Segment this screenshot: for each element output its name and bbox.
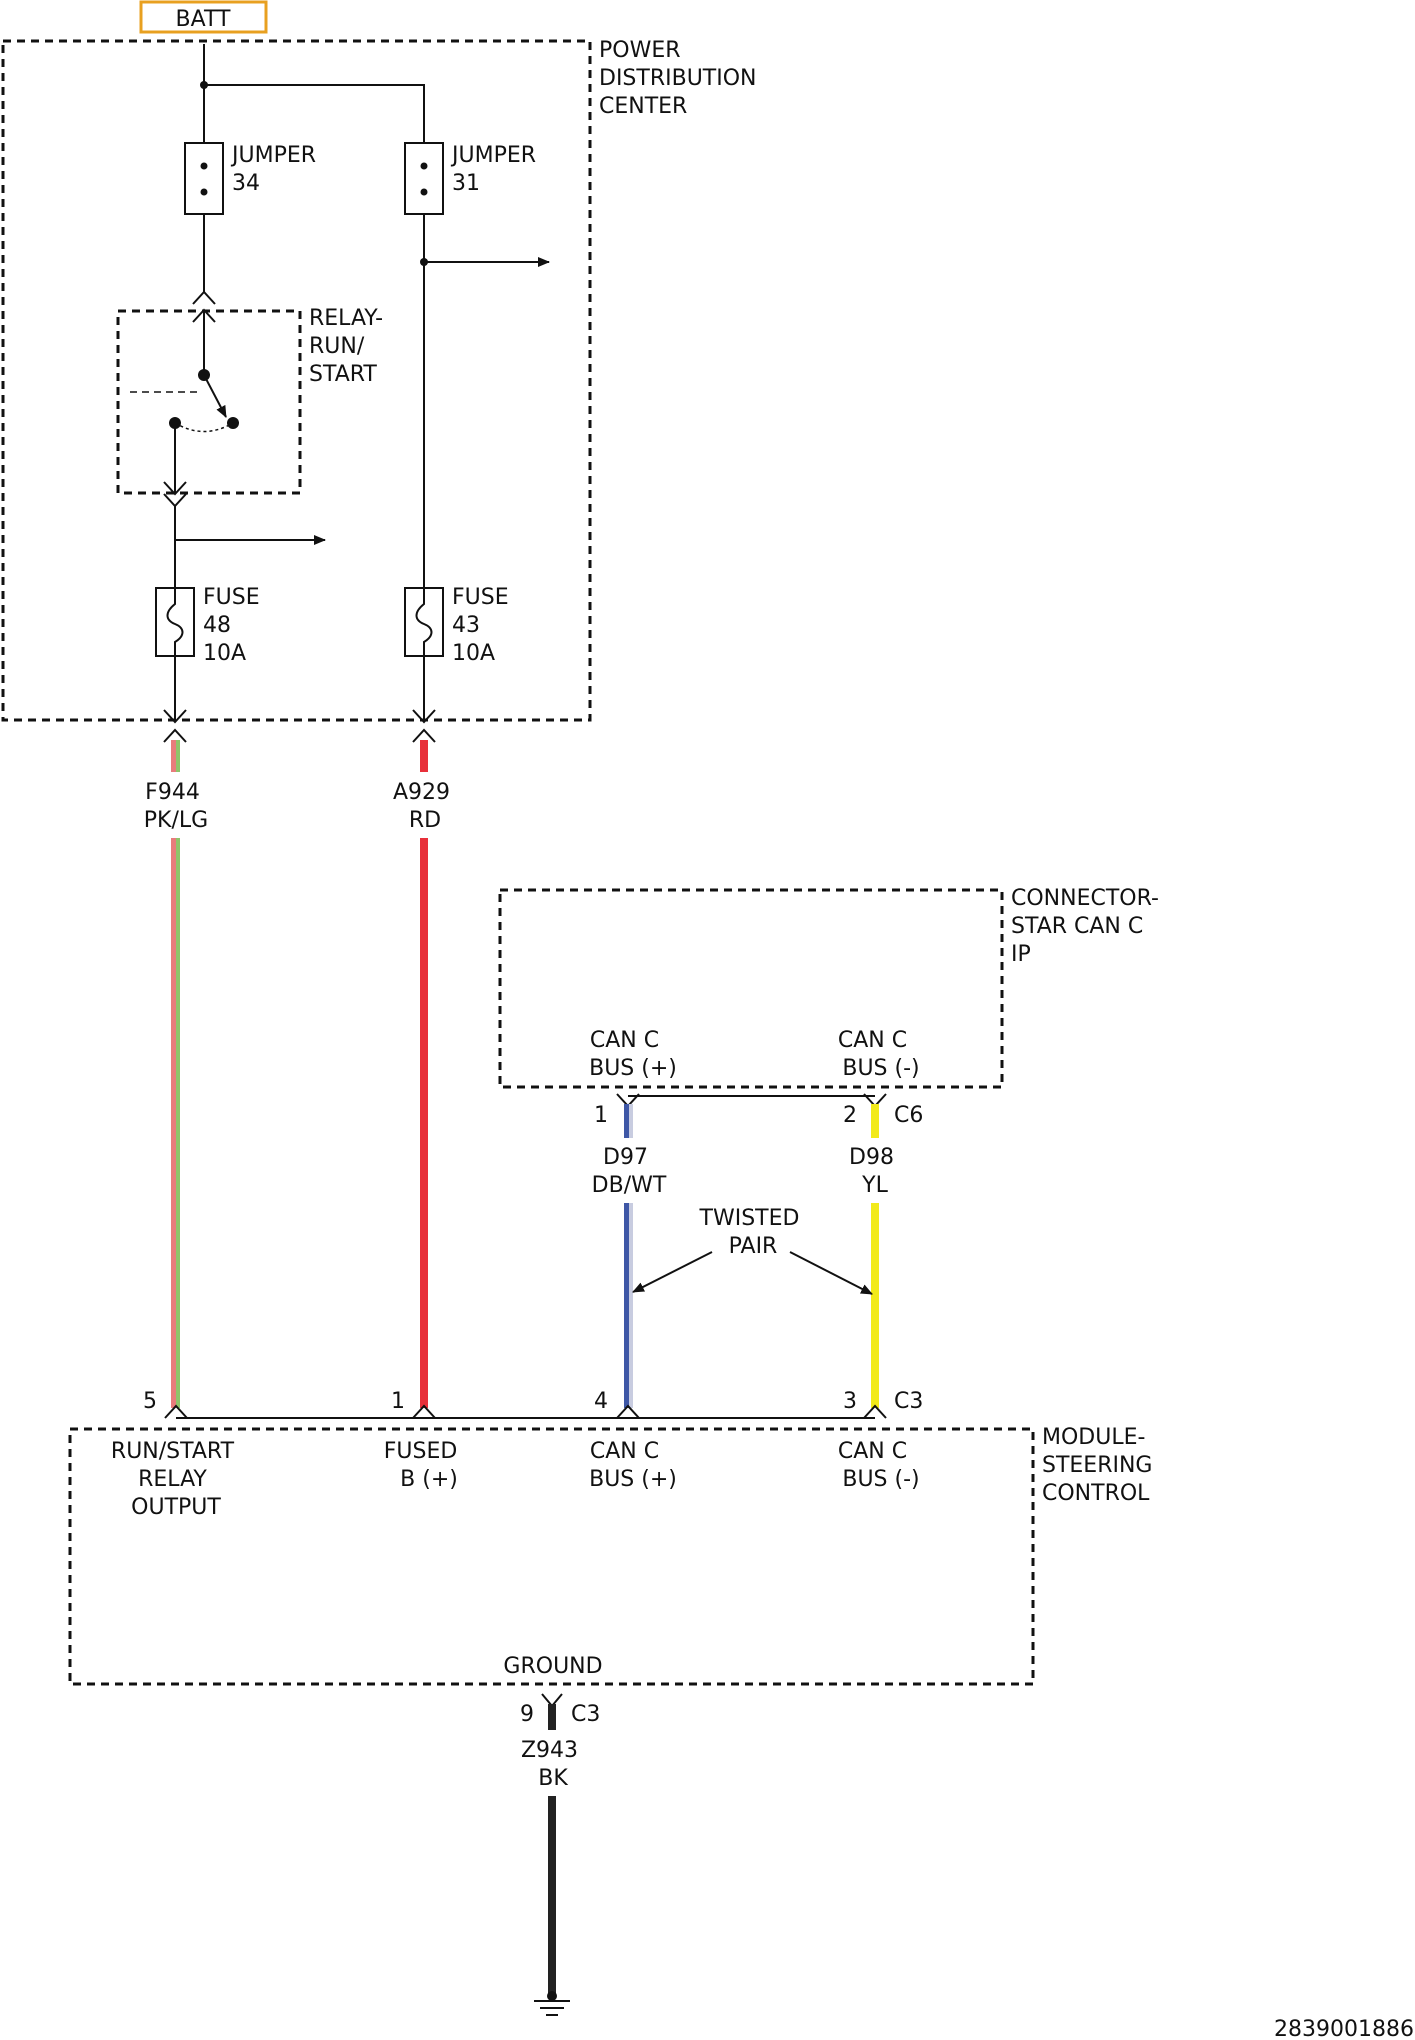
wire-a929-label: A929 RD <box>393 780 457 833</box>
module-pin-5-connector <box>164 1404 188 1419</box>
star-connector-id: C6 <box>894 1103 923 1128</box>
relay-input-connector <box>192 290 216 305</box>
ground-icon <box>534 1991 570 2016</box>
pdc-title: POWER DISTRIBUTION CENTER <box>599 38 764 119</box>
batt-label: BATT <box>176 7 231 32</box>
star-pin-can-plus-name: CAN C BUS (+) <box>589 1028 677 1081</box>
wire-z943 <box>548 1796 556 1996</box>
module-pin-5-name: RUN/START RELAY OUTPUT <box>111 1439 241 1520</box>
power-distribution-center-box <box>1 39 592 722</box>
jumper31-branch-wire <box>204 84 425 143</box>
wire-d98-label: D98 YL <box>849 1145 901 1198</box>
document-id: 2839001886 <box>1274 2017 1414 2040</box>
module-pin-3-number: 3 <box>843 1389 857 1414</box>
connector-star-box <box>498 888 1004 1089</box>
fuse-43-label: FUSE 43 10A <box>452 585 516 666</box>
relay-output-connector <box>163 493 187 508</box>
wire-d97-label: D97 DB/WT <box>592 1145 667 1198</box>
jumper-31 <box>404 142 444 215</box>
wire-a929 <box>420 740 428 1408</box>
module-pin-3-name: CAN C BUS (-) <box>838 1439 920 1492</box>
twisted-pair-arrow-right <box>789 1251 873 1295</box>
batt-splice-dot <box>200 81 208 89</box>
star-pin-can-minus-name: CAN C BUS (-) <box>838 1028 920 1081</box>
fuse-48 <box>155 587 195 657</box>
module-pin-1-name: FUSED B (+) <box>384 1439 465 1492</box>
module-pin-3-connector <box>863 1404 887 1419</box>
ground-pin-number: 9 <box>520 1702 534 1727</box>
module-pin-4-connector <box>616 1404 640 1419</box>
module-pin-4-name: CAN C BUS (+) <box>589 1439 677 1492</box>
wire-f944-label: F944 PK/LG <box>144 780 208 833</box>
connector-star-title: CONNECTOR- STAR CAN C IP <box>1011 886 1166 967</box>
module-steering-control-box <box>68 1427 1035 1686</box>
module-ground-name: GROUND <box>503 1654 602 1679</box>
pdc-connector-a929 <box>412 709 436 743</box>
wire-d97 <box>624 1104 633 1408</box>
jumper-31-label: JUMPER 31 <box>450 143 543 196</box>
star-pin-2-number: 2 <box>843 1103 857 1128</box>
pdc-connector-f944 <box>163 709 187 743</box>
module-pin-1-connector <box>412 1404 436 1419</box>
wire-d98 <box>871 1104 879 1408</box>
jumper-34-label: JUMPER 34 <box>230 143 323 196</box>
fuse-43 <box>404 587 444 657</box>
relay-switch <box>130 308 239 496</box>
module-pin-4-number: 4 <box>594 1389 608 1414</box>
module-connector-id: C3 <box>894 1389 923 1414</box>
relay-run-start-box <box>116 309 302 495</box>
fuse-48-label: FUSE 48 10A <box>203 585 267 666</box>
wire-z943-label: Z943 BK <box>521 1738 585 1791</box>
relay-run-start-label: RELAY- RUN/ START <box>309 306 390 387</box>
twisted-pair-label: TWISTED PAIR <box>699 1206 807 1259</box>
module-title: MODULE- STEERING CONTROL <box>1042 1425 1159 1506</box>
star-pin-1-number: 1 <box>594 1103 608 1128</box>
wire-f944 <box>171 740 180 1408</box>
jumper-34 <box>184 142 224 215</box>
ground-connector-id: C3 <box>571 1702 600 1727</box>
twisted-pair-arrow-left <box>632 1251 713 1293</box>
module-pin-5-number: 5 <box>143 1389 157 1414</box>
batt-box <box>139 0 268 34</box>
wire-z943-upper <box>548 1704 556 1730</box>
module-pin-1-number: 1 <box>391 1389 405 1414</box>
